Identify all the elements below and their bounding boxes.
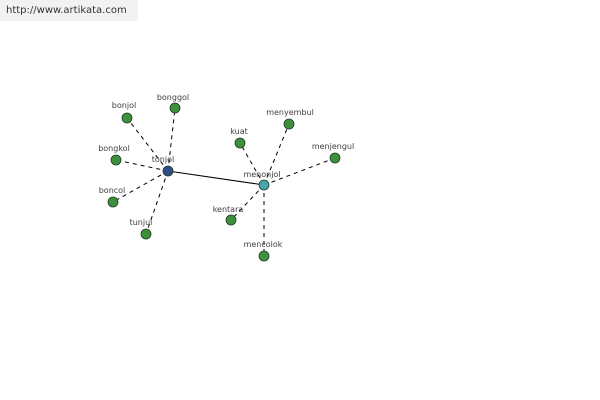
node-label-tunjul: tunjul: [130, 218, 153, 227]
node-tonjol[interactable]: [162, 165, 174, 177]
node-boncol[interactable]: [107, 196, 119, 208]
edge-tonjol-bongkol: [115, 159, 169, 172]
node-label-kentara: kentara: [213, 205, 244, 214]
nodes-layer: [107, 102, 341, 262]
node-label-boncol: boncol: [99, 186, 126, 195]
node-menonjol[interactable]: [258, 179, 270, 191]
node-label-menyembul: menyembul: [266, 108, 314, 117]
node-label-bonggol: bonggol: [157, 93, 189, 102]
node-label-tonjol: tonjol: [152, 155, 174, 164]
edge-menonjol-kuat: [239, 142, 265, 186]
labels-layer: tonjol menonjol bonjol bonggol bongkol boncol…: [98, 93, 354, 249]
node-bonjol[interactable]: [121, 112, 133, 124]
node-label-menjengul: menjengul: [312, 142, 354, 151]
edge-menonjol-kentara: [230, 184, 265, 221]
node-label-bonjol: bonjol: [112, 101, 136, 110]
node-label-menonjol: menonjol: [243, 170, 280, 179]
edge-menonjol-menyembul: [263, 123, 290, 186]
edge-tonjol-tunjul: [145, 170, 169, 235]
node-kentara[interactable]: [225, 214, 237, 226]
node-kuat[interactable]: [234, 137, 246, 149]
node-label-kuat: kuat: [230, 127, 248, 136]
edges-layer: [112, 107, 336, 256]
node-bongkol[interactable]: [110, 154, 122, 166]
edge-tonjol-bonjol: [126, 117, 169, 172]
node-bonggol[interactable]: [169, 102, 181, 114]
node-menjengul[interactable]: [329, 152, 341, 164]
edge-tonjol-bonggol: [167, 107, 176, 172]
node-label-bongkol: bongkol: [98, 144, 130, 153]
edge-tonjol-menonjol: [167, 170, 265, 186]
node-mencolok[interactable]: [258, 250, 270, 262]
watermark-url: http://www.artikata.com: [0, 0, 138, 21]
node-label-mencolok: mencolok: [244, 240, 283, 249]
node-menyembul[interactable]: [283, 118, 295, 130]
node-tunjul[interactable]: [140, 228, 152, 240]
edge-tonjol-boncol: [112, 170, 169, 203]
